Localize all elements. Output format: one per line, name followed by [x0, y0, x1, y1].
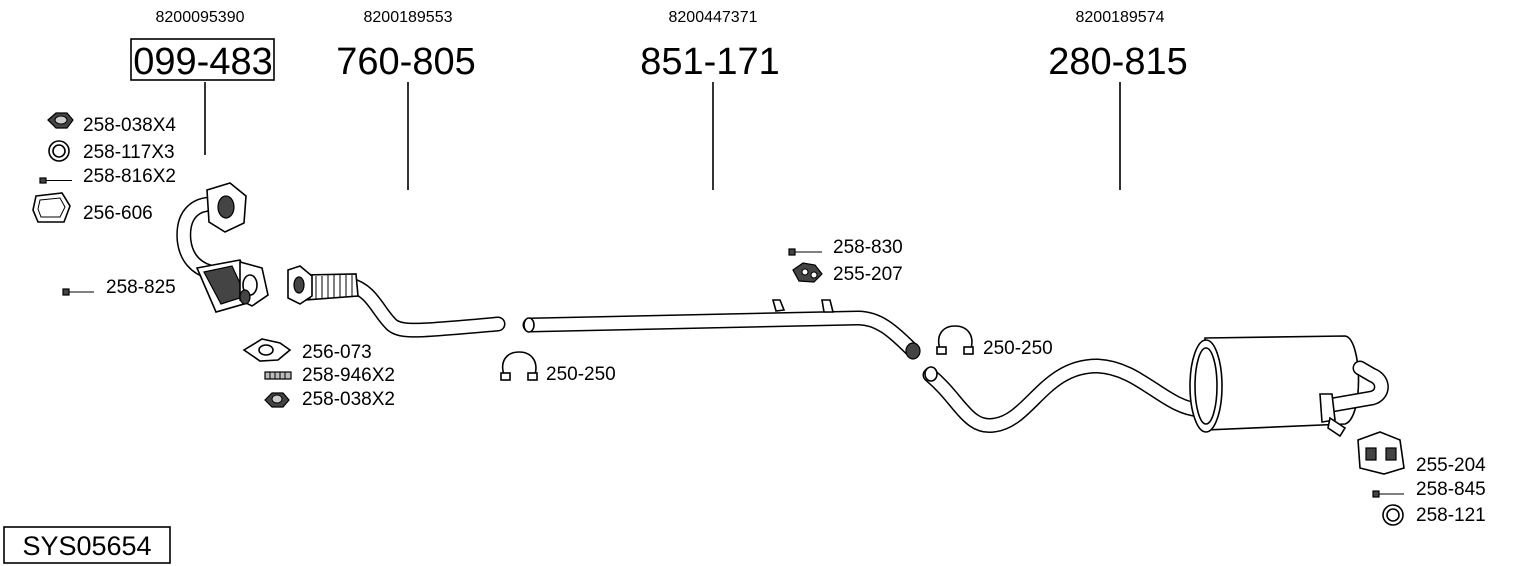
oem-number-3: 8200447371 — [669, 9, 758, 26]
label-clamp-right[interactable]: 250-250 — [983, 338, 1053, 359]
oem-number-2: 8200189553 — [364, 9, 453, 26]
label-bolt-left[interactable]: 258-825 — [106, 277, 176, 298]
bolt-icon — [62, 288, 94, 296]
part-number-2[interactable]: 760-805 — [336, 41, 475, 83]
gasket-icon — [242, 338, 292, 362]
gasket-icon — [32, 192, 71, 223]
part-number-box — [130, 38, 275, 81]
clamp-icon — [500, 351, 538, 381]
middle-pipe[interactable] — [522, 299, 921, 360]
oem-number-4: 8200189574 — [1076, 9, 1165, 26]
label-hanger-center[interactable]: 255-207 — [833, 264, 903, 285]
label-bolt-rear[interactable]: 258-845 — [1416, 479, 1486, 500]
part-number-1[interactable]: 099-483 — [133, 41, 272, 83]
part-number-4[interactable]: 280-815 — [1048, 41, 1187, 83]
bolt-icon — [1372, 490, 1404, 498]
rear-silencer-pipe[interactable] — [922, 335, 1389, 438]
label-stud-x2[interactable]: 258-946X2 — [302, 365, 395, 386]
label-clamp-mid[interactable]: 250-250 — [546, 364, 616, 385]
label-nut-x2[interactable]: 258-038X2 — [302, 389, 395, 410]
label-bolt-center[interactable]: 258-830 — [833, 237, 903, 258]
catalytic-converter-pipe[interactable] — [176, 182, 269, 313]
flex-pipe[interactable] — [287, 265, 506, 338]
nut-icon — [47, 112, 74, 129]
label-gasket-mid[interactable]: 256-073 — [302, 342, 372, 363]
ring-icon — [48, 140, 70, 162]
oem-number-1: 8200095390 — [156, 9, 245, 26]
part-number-3[interactable]: 851-171 — [640, 41, 779, 83]
system-code: SYS05654 — [22, 531, 151, 561]
label-nut-x4[interactable]: 258-038X4 — [83, 115, 176, 136]
nut-icon — [264, 392, 290, 408]
label-gasket-front[interactable]: 256-606 — [83, 203, 153, 224]
ring-icon — [1382, 504, 1404, 526]
stud-icon — [264, 371, 292, 380]
label-ring-rear[interactable]: 258-121 — [1416, 505, 1486, 526]
system-code-box — [3, 526, 171, 564]
bolt-icon — [39, 177, 72, 184]
hanger-icon — [792, 262, 823, 283]
clamp-icon — [936, 325, 974, 355]
label-ring-x3[interactable]: 258-117X3 — [83, 142, 175, 163]
label-bolt-x2[interactable]: 258-816X2 — [83, 166, 176, 187]
hanger-icon — [1357, 431, 1405, 475]
bolt-icon — [788, 248, 822, 256]
label-hanger-rear[interactable]: 255-204 — [1416, 455, 1486, 476]
